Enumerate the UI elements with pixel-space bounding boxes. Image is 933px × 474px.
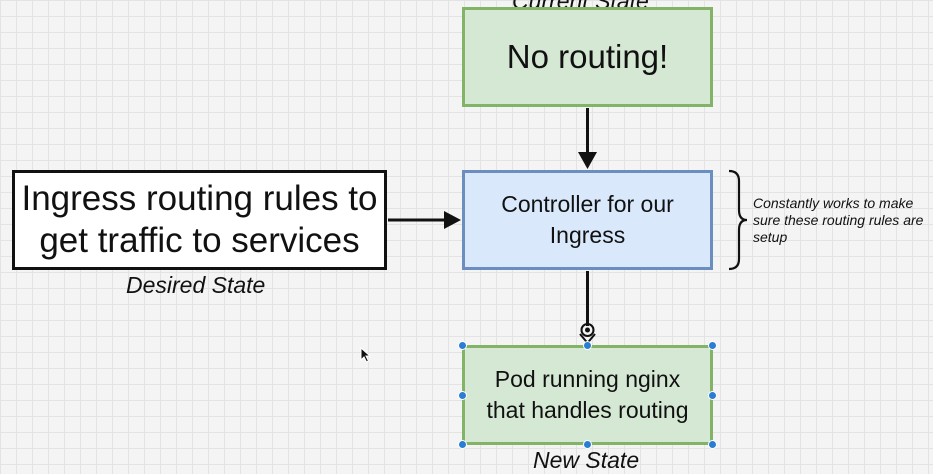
- edge-desired-to-controller[interactable]: [388, 211, 461, 229]
- current-state-box[interactable]: No routing!: [462, 7, 713, 107]
- selection-handle-top-right[interactable]: [708, 341, 717, 350]
- new-state-caption: New State: [533, 447, 640, 473]
- curly-brace-icon: [728, 169, 748, 271]
- selection-handle-left[interactable]: [458, 391, 467, 400]
- selection-handle-bottom-right[interactable]: [708, 440, 717, 449]
- current-state-box-label: No routing!: [506, 38, 669, 75]
- controller-box[interactable]: Controller for our Ingress: [462, 170, 713, 270]
- edge-current-to-controller[interactable]: [578, 108, 597, 169]
- selection-handle-top-left[interactable]: [458, 341, 467, 350]
- pod-box-label: Pod running nginx that handles routing: [486, 366, 689, 423]
- selection-handle-top[interactable]: [583, 341, 592, 350]
- desired-state-box[interactable]: Ingress routing rules to get traffic to …: [12, 170, 387, 270]
- controller-box-label: Controller for our Ingress: [501, 191, 674, 248]
- selection-handle-right[interactable]: [708, 391, 717, 400]
- mouse-pointer-icon: [360, 347, 372, 363]
- desired-state-box-label: Ingress routing rules to get traffic to …: [21, 179, 378, 260]
- desired-state-caption: Desired State: [126, 272, 266, 298]
- selection-handle-bottom[interactable]: [583, 440, 592, 449]
- controller-annotation: Constantly works to make sure these rout…: [753, 195, 924, 245]
- selection-handle-bottom-left[interactable]: [458, 440, 467, 449]
